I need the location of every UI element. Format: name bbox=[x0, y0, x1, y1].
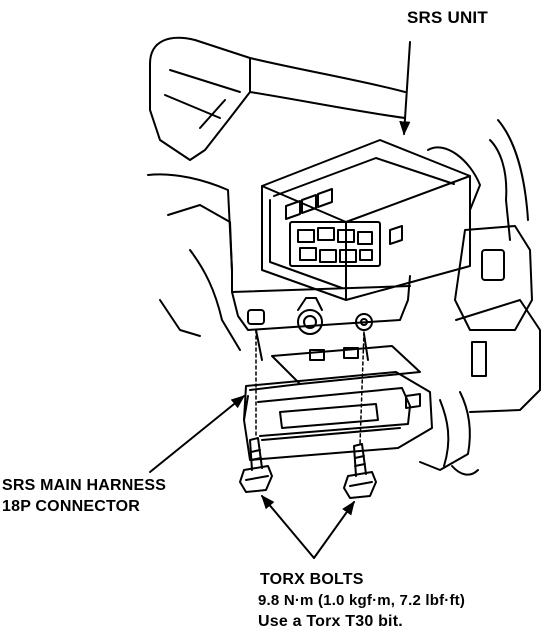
leader-lines bbox=[149, 41, 411, 559]
harness-connector bbox=[243, 329, 433, 461]
srs-unit bbox=[261, 139, 471, 301]
harness-label-line2: 18P CONNECTOR bbox=[2, 498, 141, 515]
tool-note: Use a Torx T30 bit. bbox=[258, 613, 403, 630]
harness-label-line1: SRS MAIN HARNESS bbox=[2, 477, 167, 494]
bolt-guide-lines bbox=[255, 329, 365, 445]
mounting-bracket bbox=[231, 269, 411, 335]
torx-bolt-left bbox=[239, 437, 273, 493]
srs-unit-label: SRS UNIT bbox=[407, 8, 488, 27]
dashboard-structure bbox=[147, 36, 541, 476]
torque-spec: 9.8 N·m (1.0 kgf·m, 7.2 lbf·ft) bbox=[258, 592, 466, 609]
torx-bolts-label: TORX BOLTS bbox=[260, 571, 364, 588]
torx-bolt-right bbox=[343, 443, 377, 499]
